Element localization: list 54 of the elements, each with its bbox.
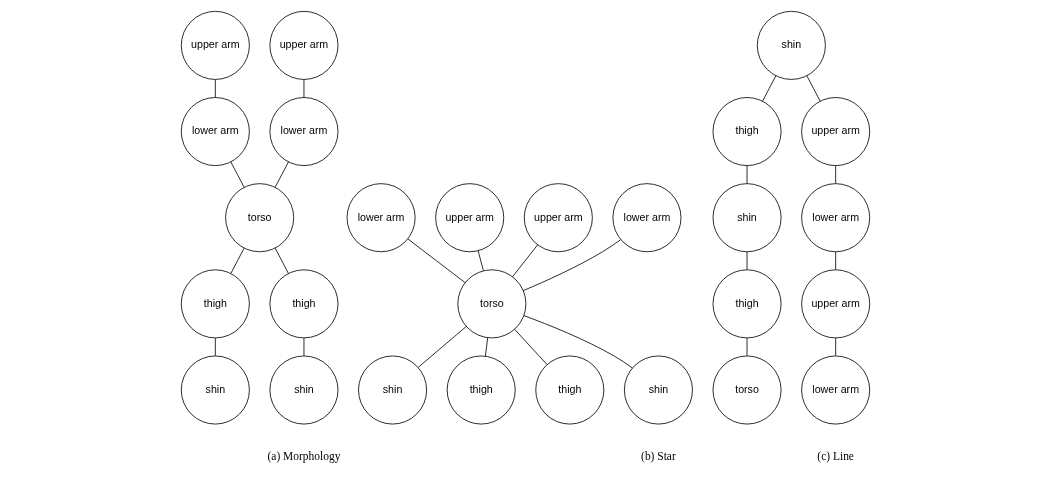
- node-circle: lower arm: [800, 355, 870, 425]
- node-circle: thigh: [534, 355, 604, 425]
- connector: [230, 247, 245, 274]
- node-circle: shin: [180, 355, 250, 425]
- node-circle: thigh: [712, 97, 781, 166]
- connector: [274, 247, 289, 274]
- connector: [417, 326, 467, 368]
- connector: [214, 337, 216, 357]
- node-circle: upper arm: [800, 97, 870, 166]
- node-circle: lower arm: [269, 97, 338, 166]
- label: (b) Star: [640, 449, 676, 462]
- node-circle: torso: [712, 355, 781, 425]
- node-circle: upper arm: [434, 183, 504, 253]
- connector: [214, 79, 216, 98]
- node-circle: lower arm: [346, 183, 416, 253]
- node-circle: lower arm: [800, 183, 870, 253]
- node-circle: shin: [712, 183, 781, 253]
- connector: [477, 250, 484, 272]
- node-circle: thigh: [269, 269, 338, 339]
- node-circle: thigh: [712, 269, 781, 339]
- node-circle: lower arm: [180, 97, 250, 166]
- connector: [274, 161, 289, 188]
- node-circle: upper arm: [800, 269, 870, 339]
- node-circle: upper arm: [180, 10, 250, 80]
- connector: [834, 337, 836, 357]
- connector: [229, 161, 244, 188]
- label: (c) Line: [816, 449, 854, 462]
- connector: [834, 165, 836, 184]
- node-circle: torso: [224, 183, 294, 253]
- connector: [761, 75, 776, 102]
- node-circle: shin: [756, 10, 826, 80]
- connector: [805, 75, 820, 102]
- connector: [303, 337, 304, 357]
- connector: [511, 244, 538, 278]
- connector: [303, 79, 304, 98]
- node-circle: upper arm: [523, 183, 593, 253]
- node-circle: shin: [269, 355, 338, 425]
- connector: [407, 238, 465, 283]
- connector: [746, 165, 747, 184]
- node-circle: lower arm: [612, 183, 681, 253]
- node-circle: shin: [357, 355, 427, 425]
- connector: [746, 337, 747, 357]
- connector: [523, 315, 633, 369]
- connector: [746, 251, 747, 270]
- connector: [522, 239, 621, 291]
- node-circle: upper arm: [269, 10, 338, 80]
- node-circle: thigh: [180, 269, 250, 339]
- connector: [834, 251, 836, 270]
- label: (a) Morphology: [266, 449, 340, 462]
- connector: [484, 337, 488, 357]
- node-circle: shin: [623, 355, 693, 425]
- node-circle: thigh: [446, 355, 516, 425]
- connector: [513, 328, 547, 365]
- node-circle: torso: [456, 269, 526, 339]
